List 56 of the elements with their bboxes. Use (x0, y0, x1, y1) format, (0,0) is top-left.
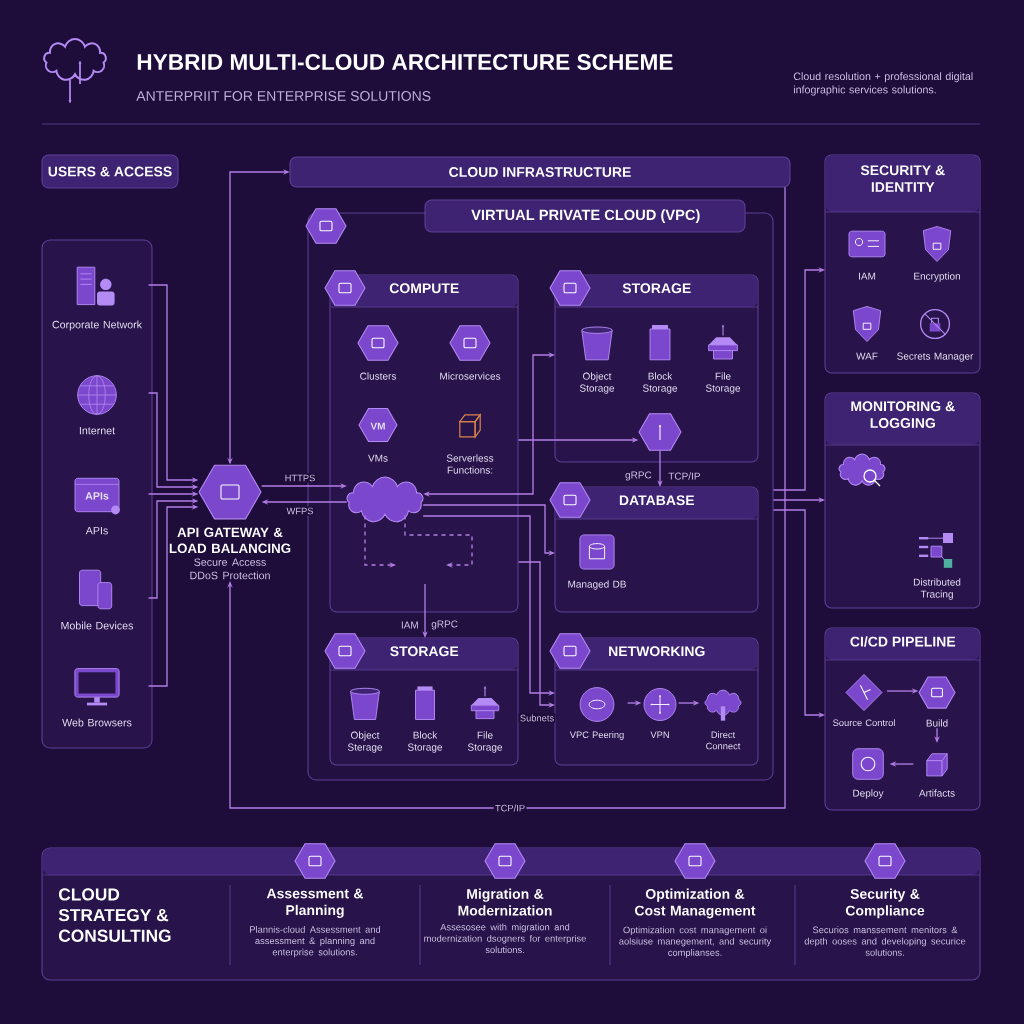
hexagon-icon (638, 413, 682, 451)
protocol-label: gRPC (431, 620, 458, 630)
item-label: APIs APIs (85, 492, 109, 535)
header-bar: CLOUD INFRASTRUCTURE (289, 156, 791, 188)
item-label: Web Browsers (62, 718, 132, 727)
item-label: Microservices (440, 372, 501, 380)
edge-label: TCP/IP (493, 803, 527, 813)
item-label: Managed DB (568, 580, 626, 590)
node-label: APIs (85, 492, 109, 500)
feature-text: Assessment & Planning Plannis-cloud Assessment and assessment & planning and enterprise solutions. (250, 888, 381, 958)
edge-label: WFPS (285, 506, 315, 516)
dashed-arrow (404, 514, 473, 568)
item-label: Secrets Manager (897, 352, 974, 362)
node-label: VMs (368, 454, 388, 462)
item-label: VM VMs (368, 422, 388, 462)
item-label: Artifacts (919, 789, 955, 797)
arrow (227, 186, 786, 809)
item-label: Deploy (853, 789, 884, 799)
protocol-label: gRPC (625, 471, 652, 481)
item-label: Block Storage (642, 372, 678, 394)
item-label: Corporate Network (52, 320, 143, 331)
item-label: Direct Connect (706, 731, 741, 750)
item-label: Clusters (360, 372, 396, 380)
item-label: Object Storage (579, 372, 615, 394)
cloud-search-icon (838, 453, 886, 487)
feature-text: Security & Compliance Securios manssement menitors & depth ooses and developing securice solutions. (804, 888, 966, 956)
item-label: VPN (650, 731, 669, 738)
item-label: Distributed Tracing (913, 578, 961, 600)
edge-label: HTTPS (283, 473, 317, 483)
item-label: Object Sterage (347, 731, 383, 753)
protocol-label: IAM (401, 621, 418, 629)
item-label: File Storage (705, 372, 741, 394)
header-bar: USERS & ACCESS (41, 154, 179, 189)
node-label: VM (370, 422, 385, 430)
description: Cloud resolution + professional digital infographic services solutions. (793, 72, 973, 96)
item-label: Encryption (914, 272, 960, 282)
cloud-icon (346, 476, 424, 523)
item-label: WAF (856, 352, 878, 360)
item-label: IAM (859, 272, 876, 280)
node-label: APIs (85, 526, 108, 535)
item-label: Block Storage (407, 731, 443, 753)
gateway-label: API GATEWAY & LOAD BALANCING Secure Access DDoS Protection (169, 527, 291, 580)
edge-label: Subnets (518, 713, 556, 723)
item-label: Build (926, 719, 948, 727)
item-label: VPC Peering (569, 731, 624, 740)
feature-text: Migration & Modernization Assesosee with migration and modernization dsogners for enterprise solutions. (424, 888, 586, 954)
item-label: Source Control (833, 719, 895, 727)
item-label: Internet (79, 426, 115, 435)
item-label: File Storage (467, 731, 503, 753)
arrow (772, 267, 825, 491)
item-label: Mobile Devices (61, 621, 134, 630)
item-label: Serverless Functions: (446, 454, 494, 474)
feature-text: Optimization & Cost Management Optimization cost management oi aolsiuse manegement, and security complianses. (619, 888, 772, 958)
title: HYBRID MULTI-CLOUD ARCHITECTURE SCHEME (137, 53, 673, 71)
subtitle: ANTERPRIIT FOR ENTERPRISE SOLUTIONS (136, 91, 431, 101)
protocol-label: TCP/IP (668, 472, 700, 480)
